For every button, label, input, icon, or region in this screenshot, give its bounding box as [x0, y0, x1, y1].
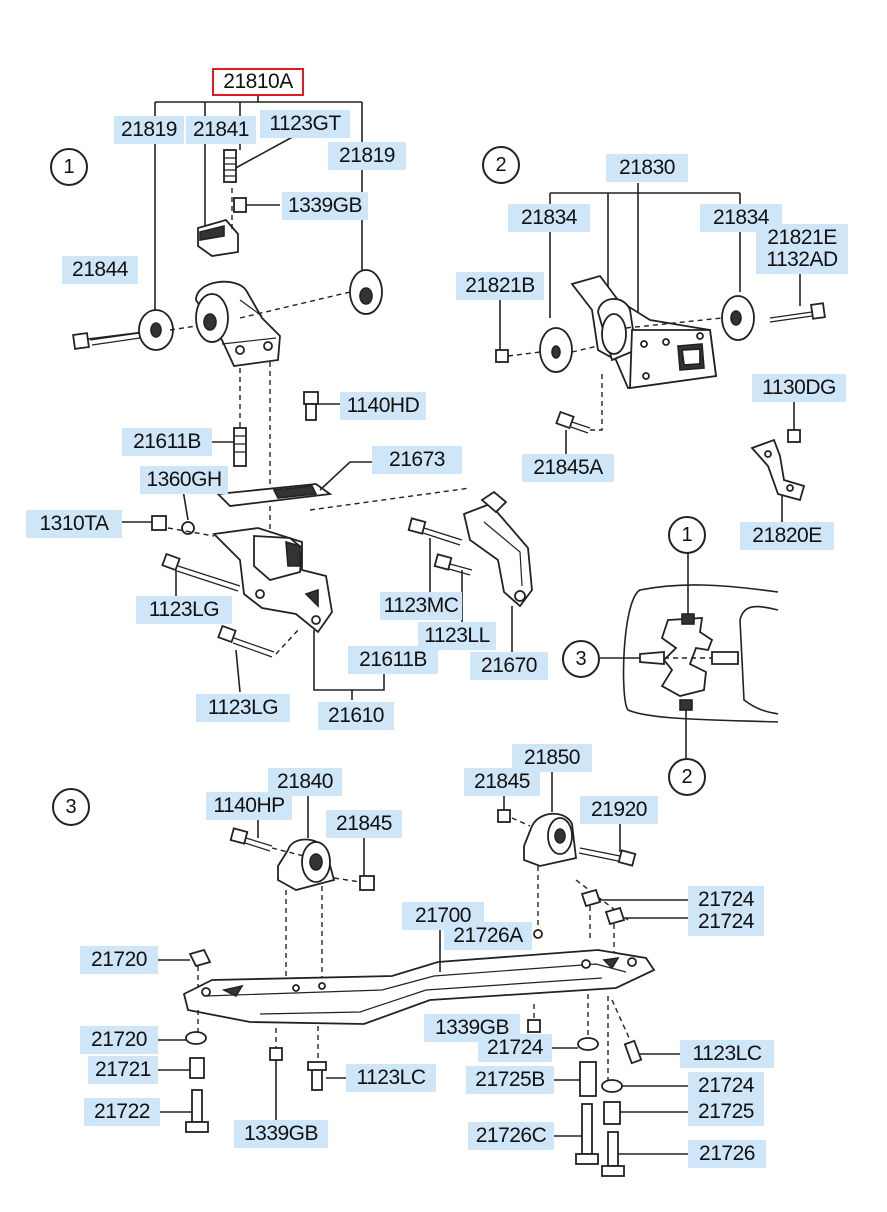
- part-label-1140HD[interactable]: 1140HD: [340, 392, 426, 420]
- part-label-1123LC-left[interactable]: 1123LC: [346, 1064, 436, 1092]
- part-label-1123LC-right[interactable]: 1123LC: [680, 1040, 774, 1068]
- part-label-1123LL[interactable]: 1123LL: [418, 622, 496, 650]
- part-label-21820E[interactable]: 21820E: [740, 522, 834, 550]
- inset-marker-2: 2: [668, 758, 706, 796]
- part-label-21819-right[interactable]: 21819: [328, 142, 406, 170]
- part-label-21724-2[interactable]: 21724: [688, 908, 764, 936]
- part-label-1123MC[interactable]: 1123MC: [380, 592, 462, 620]
- part-label-1310TA[interactable]: 1310TA: [26, 510, 122, 538]
- inset-marker-3: 3: [562, 640, 600, 678]
- part-label-1360GH[interactable]: 1360GH: [140, 466, 228, 494]
- part-label-21720-lower[interactable]: 21720: [80, 1026, 158, 1054]
- part-label-1140HP[interactable]: 1140HP: [206, 792, 292, 820]
- part-label-21720-upper[interactable]: 21720: [80, 946, 158, 974]
- part-label-21834-left[interactable]: 21834: [508, 204, 590, 232]
- section-3-drawing: [158, 772, 690, 1177]
- part-label-21722[interactable]: 21722: [84, 1098, 160, 1126]
- inset-marker-1: 1: [668, 516, 706, 554]
- part-label-21724-3[interactable]: 21724: [478, 1034, 552, 1062]
- part-label-1130DG[interactable]: 1130DG: [752, 374, 846, 402]
- part-label-1339GB-bottom[interactable]: 1339GB: [234, 1120, 328, 1148]
- part-label-1132AD[interactable]: 1132AD: [756, 246, 848, 274]
- part-label-21841[interactable]: 21841: [186, 116, 256, 144]
- part-label-21725B[interactable]: 21725B: [466, 1066, 554, 1094]
- part-label-21670[interactable]: 21670: [470, 652, 548, 680]
- part-label-21726A[interactable]: 21726A: [444, 922, 532, 950]
- part-label-1339GB-top[interactable]: 1339GB: [282, 192, 368, 220]
- part-label-21819-left[interactable]: 21819: [114, 116, 184, 144]
- part-label-21821B[interactable]: 21821B: [456, 272, 544, 300]
- part-label-1123LG-lower[interactable]: 1123LG: [196, 694, 290, 722]
- part-label-1123LG-upper[interactable]: 1123LG: [136, 596, 232, 624]
- part-label-21610[interactable]: 21610: [318, 702, 394, 730]
- part-label-21724-1[interactable]: 21724: [688, 886, 764, 914]
- part-label-21840[interactable]: 21840: [268, 768, 342, 796]
- part-label-21611B-lower[interactable]: 21611B: [348, 646, 438, 674]
- part-label-21810A[interactable]: 21810A: [212, 68, 304, 96]
- part-label-21845-left[interactable]: 21845: [326, 810, 402, 838]
- part-label-21673[interactable]: 21673: [372, 446, 462, 474]
- part-label-1123GT[interactable]: 1123GT: [260, 110, 350, 138]
- part-label-21726C[interactable]: 21726C: [468, 1122, 554, 1150]
- part-label-21845A[interactable]: 21845A: [522, 454, 614, 482]
- section-marker-2: 2: [482, 146, 520, 184]
- part-label-21850[interactable]: 21850: [512, 744, 592, 772]
- part-label-21725[interactable]: 21725: [688, 1098, 764, 1126]
- part-label-21845-right[interactable]: 21845: [464, 768, 540, 796]
- part-label-21724-4[interactable]: 21724: [688, 1072, 764, 1100]
- part-label-21830[interactable]: 21830: [606, 154, 688, 182]
- section-2-drawing: [495, 183, 826, 524]
- part-label-21611B-upper[interactable]: 21611B: [122, 428, 212, 456]
- section-marker-3: 3: [52, 788, 90, 826]
- part-label-21721[interactable]: 21721: [88, 1056, 158, 1084]
- part-label-21844[interactable]: 21844: [62, 256, 138, 284]
- section-marker-1: 1: [50, 148, 88, 186]
- part-label-21726[interactable]: 21726: [688, 1140, 766, 1168]
- part-label-21700[interactable]: 21700: [402, 902, 484, 930]
- section-1-drawing: [72, 95, 533, 700]
- part-label-21920[interactable]: 21920: [580, 796, 658, 824]
- locator-inset-drawing: [600, 552, 779, 758]
